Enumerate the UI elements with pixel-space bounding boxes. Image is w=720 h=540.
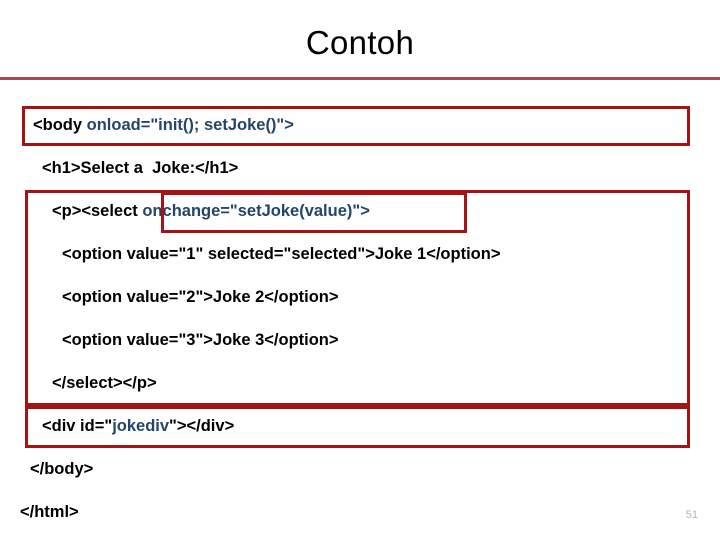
code-text-select-tag: <p><select [52,202,143,220]
code-text-option-2: <option value="2">Joke 2</option> [62,288,339,306]
code-line-end-select: </select></p> [52,372,157,394]
code-line-option-3: <option value="3">Joke 3</option> [62,329,339,351]
code-text-body-tag: <body [33,116,87,134]
code-line-h1: <h1>Select a Joke:</h1> [42,157,238,179]
code-line-end-html: </html> [20,501,79,523]
code-listing: <body onload="init(); setJoke()"> <h1>Se… [0,95,720,525]
code-text-end-select: </select></p> [52,374,157,392]
code-line-body: <body onload="init(); setJoke()"> [33,114,294,136]
code-line-jokediv: <div id="jokediv"></div> [42,415,234,437]
code-text-div-open: <div id=" [42,417,113,435]
code-line-option-2: <option value="2">Joke 2</option> [62,286,339,308]
page-number: 51 [685,509,698,521]
code-line-end-body: </body> [30,458,93,480]
code-line-select: <p><select onchange="setJoke(value)"> [52,200,370,222]
code-text-end-html: </html> [20,503,79,521]
code-line-option-1: <option value="1" selected="selected">Jo… [62,243,500,265]
title-underline-rule [0,77,720,80]
page-title: Contoh [305,24,415,61]
highlight-box-select-block [25,190,690,406]
code-text-div-close: "></div> [169,417,235,435]
code-text-h1: <h1>Select a Joke:</h1> [42,159,239,177]
code-text-option-1: <option value="1" selected="selected">Jo… [62,245,501,263]
highlight-box-body-tag [22,106,690,146]
code-text-select-onchange: onchange="setJoke(value)"> [142,202,370,220]
code-text-end-body: </body> [30,460,94,478]
highlight-box-onchange-attribute [161,192,467,233]
code-text-option-3: <option value="3">Joke 3</option> [62,331,339,349]
code-text-div-id-value: jokediv [112,417,170,435]
highlight-box-jokediv [25,406,690,448]
code-text-body-onload: onload="init(); setJoke()"> [86,116,294,134]
